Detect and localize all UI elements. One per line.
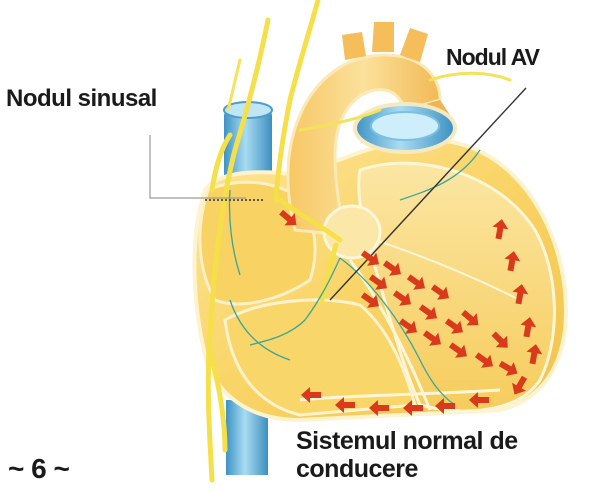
pulmonary-artery-lumen (371, 112, 439, 140)
conduction-system-label-line1: Sistemul normal de (296, 427, 518, 455)
sinus-node-label: Nodul sinusal (6, 85, 157, 113)
av-node-label: Nodul AV (446, 44, 539, 71)
aortic-branch-1 (342, 32, 366, 60)
conduction-system-label: Sistemul normal de conducere (296, 427, 518, 483)
conduction-system-label-line2: conducere (296, 455, 518, 483)
page-number: ~ 6 ~ (8, 453, 69, 485)
aortic-branch-2 (372, 22, 394, 52)
